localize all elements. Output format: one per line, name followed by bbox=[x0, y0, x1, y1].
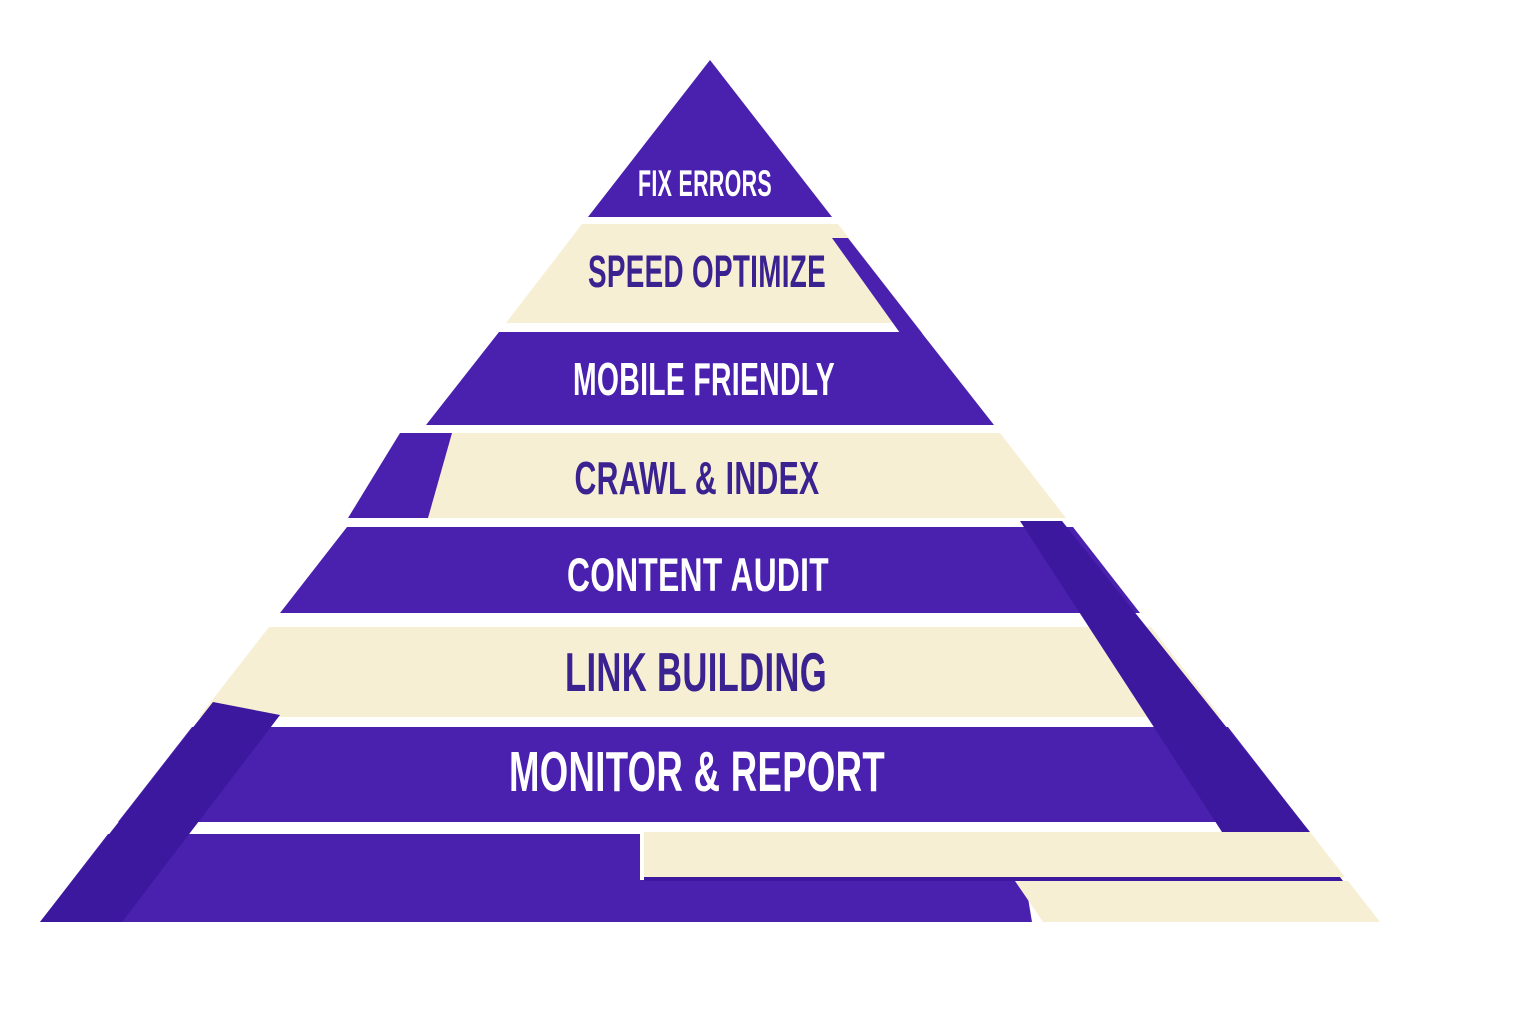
pyramid-tier-content-audit bbox=[280, 527, 1140, 613]
pyramid-tier-fix-errors bbox=[588, 60, 832, 217]
pyramid-tier-mobile-friendly bbox=[426, 332, 994, 425]
pyramid-tier-speed-optimize bbox=[506, 224, 914, 323]
tier-label-speed-optimize: SPEED OPTIMIZE bbox=[588, 246, 826, 297]
pyramid-tier-link-building bbox=[199, 627, 1221, 717]
pyramid-tier-monitor-report bbox=[118, 727, 1302, 822]
tier-label-mobile-friendly: MOBILE FRIENDLY bbox=[573, 353, 835, 405]
tier-label-link-building: LINK BUILDING bbox=[565, 641, 827, 703]
edge-strip-left-dark bbox=[40, 702, 280, 922]
base-slab-purple bbox=[40, 834, 1032, 922]
base-cream-lower-right bbox=[1015, 881, 1380, 922]
pyramid-tier-crawl-index bbox=[354, 433, 1066, 518]
tier-label-monitor-report: MONITOR & REPORT bbox=[509, 740, 885, 804]
base-cream-upper-right bbox=[644, 832, 1345, 877]
edge-strip-tier2-right bbox=[832, 238, 922, 333]
edge-strip-tier4-left bbox=[348, 433, 452, 518]
tier-label-fix-errors: FIX ERRORS bbox=[638, 163, 772, 204]
base-divider-line bbox=[644, 877, 1343, 881]
tier-label-content-audit: CONTENT AUDIT bbox=[567, 548, 829, 601]
edge-strip-right-dark bbox=[1020, 521, 1310, 832]
tier-label-crawl-index: CRAWL & INDEX bbox=[575, 452, 820, 504]
